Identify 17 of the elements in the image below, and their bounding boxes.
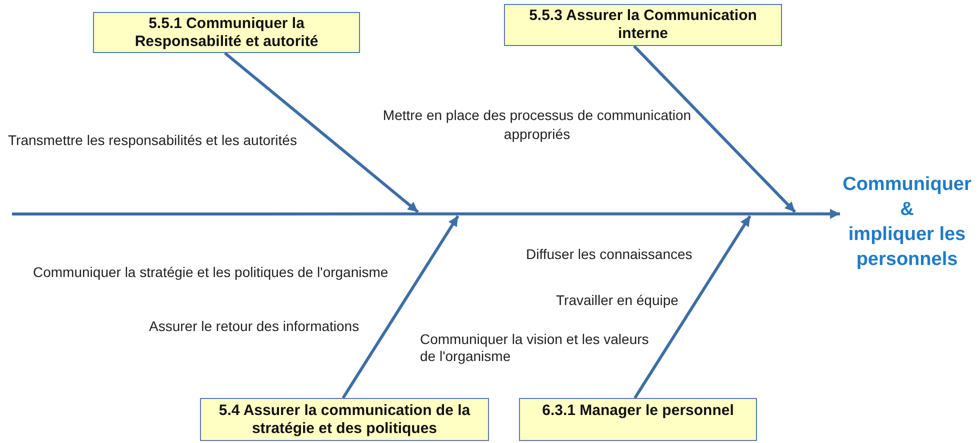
effect-label: Communiquer & impliquer les personnels — [840, 172, 974, 274]
cause-text: Transmettre les responsabilités et les autorités — [8, 132, 297, 149]
category-box: 5.5.3 Assurer la Communication interne — [504, 4, 782, 46]
category-box: 5.4 Assurer la communication de la stratégie et des politiques — [200, 398, 489, 441]
branch-arrow — [633, 44, 796, 214]
spine-arrow — [12, 208, 840, 219]
category-box: 6.3.1 Manager le personnel — [519, 398, 757, 441]
cause-text: Assurer le retour des informations — [149, 318, 360, 335]
branch-arrow — [342, 215, 460, 399]
branch-arrow — [634, 215, 752, 399]
cause-text: Diffuser les connaissances — [526, 246, 692, 263]
cause-text: Travailler en équipe — [556, 292, 678, 309]
cause-text: Communiquer la stratégie et les politiques de l'organisme — [33, 264, 388, 281]
category-box: 5.5.1 Communiquer la Responsabilité et autorité — [93, 12, 360, 53]
cause-text: Communiquer la vision et les valeurs de l'organisme — [420, 331, 650, 365]
cause-text: Mettre en place des processus de communication appropriés — [382, 106, 692, 144]
branch-arrow — [224, 52, 419, 214]
